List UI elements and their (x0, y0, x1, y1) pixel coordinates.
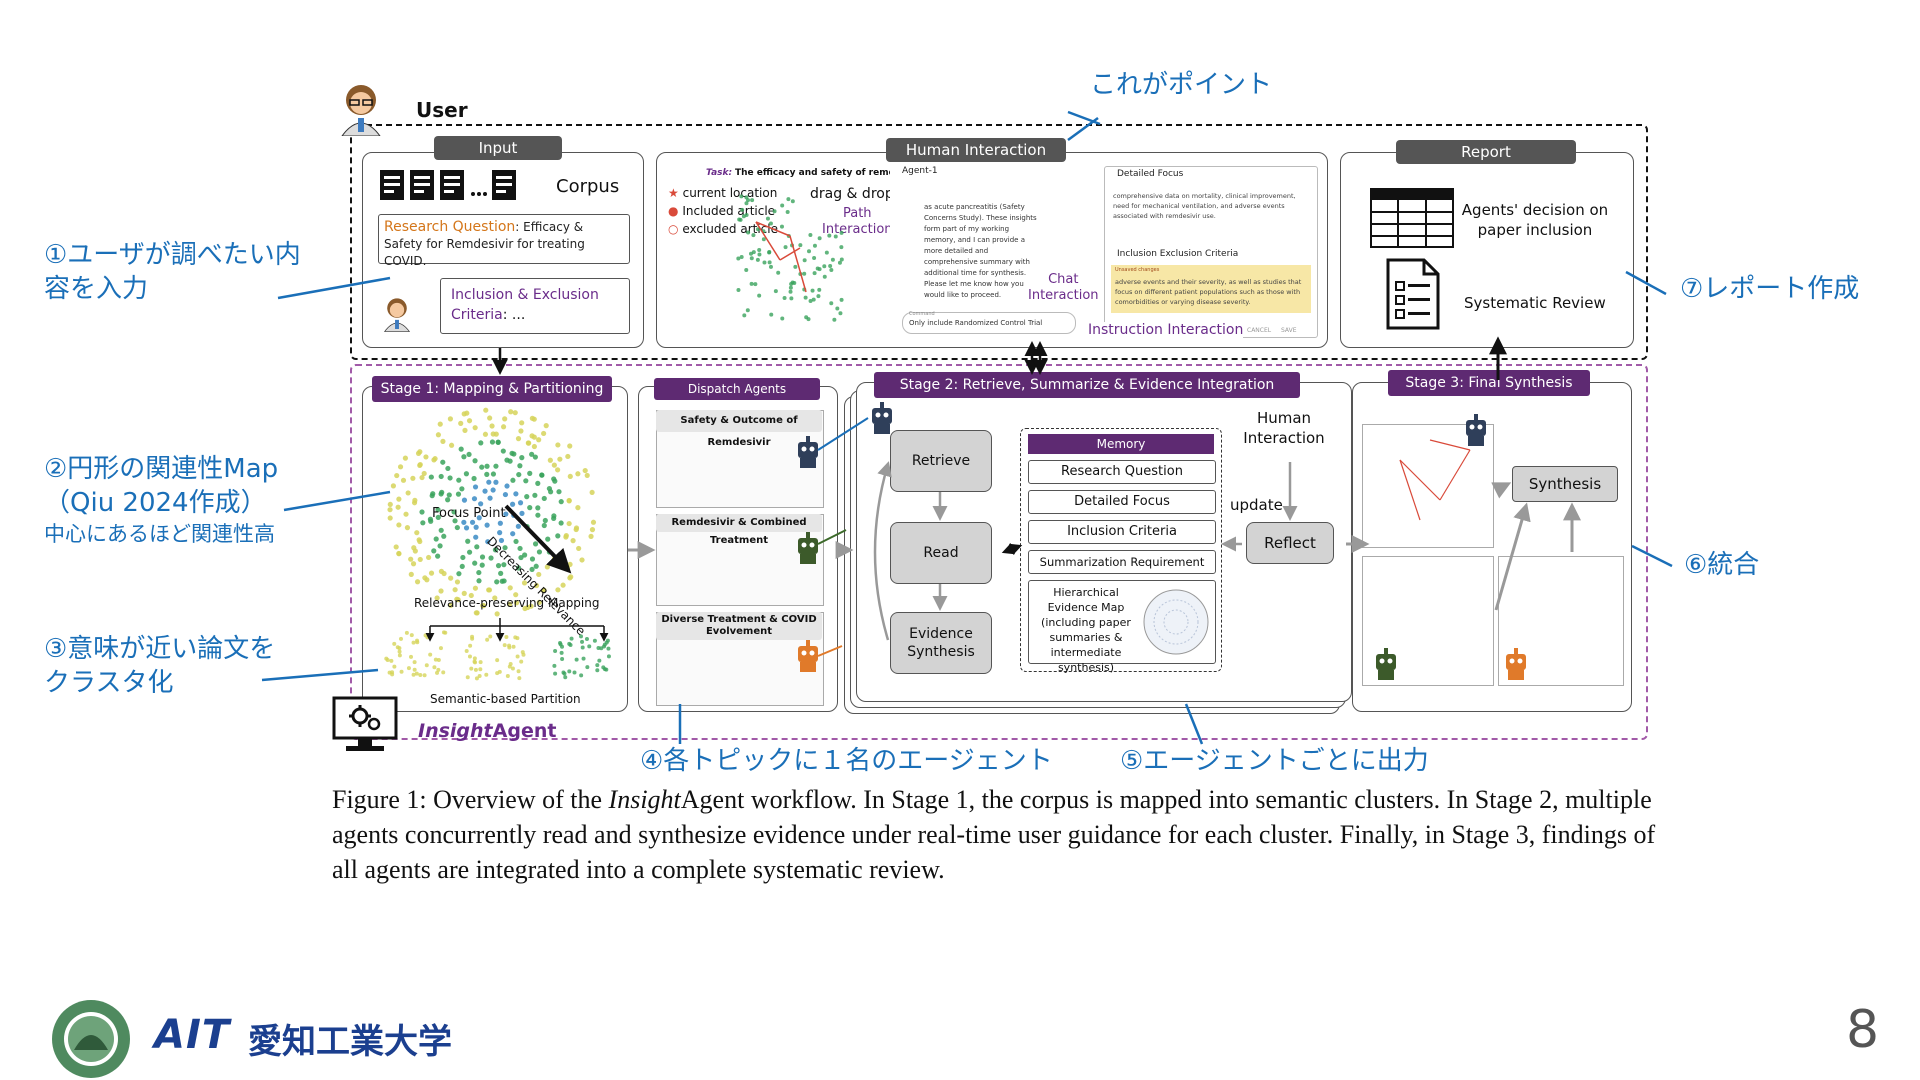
annotation-agents: ④各トピックに１名のエージェント (640, 746, 1053, 776)
research-question-box: Research Question: Efficacy & Safety for… (378, 214, 630, 268)
read-box: Read (890, 522, 992, 584)
user-label: User (416, 98, 468, 122)
research-question-text: : Efficacy & Safety for Remdesivir for t… (384, 220, 585, 268)
human-interaction-tab: Human Interaction (886, 138, 1066, 162)
chat-interaction-label: Chat Interaction (1028, 272, 1099, 303)
stage2-label: Stage 2: Retrieve, Summarize & Evidence … (874, 372, 1300, 398)
user-icon (383, 298, 411, 332)
topic3-label: Diverse Treatment & COVID Evolvement (656, 612, 822, 640)
topic1-label: Safety & Outcome of Remdesivir (656, 410, 822, 448)
agents-decision-label: Agents' decision on paper inclusion (1461, 201, 1609, 239)
cancel-button[interactable]: CANCEL (1247, 327, 1272, 334)
page-number: 8 (1846, 1000, 1880, 1060)
reflect-box: Reflect (1246, 522, 1334, 564)
annotation-integrate: ⑥統合 (1684, 550, 1760, 580)
human-region (350, 124, 1648, 360)
insightagent-label: InsightAgent (418, 720, 557, 742)
annotation-output: ⑤エージェントごとに出力 (1120, 746, 1429, 776)
figure-caption: Figure 1: Overview of the InsightAgent w… (332, 785, 1656, 884)
user-avatar (338, 82, 384, 136)
memory-detailed-focus: Detailed Focus (1028, 490, 1216, 514)
input-tab: Input (434, 136, 562, 160)
stage2-human-interaction: Human Interaction (1243, 409, 1325, 447)
topic2-label: Remdesivir & Combined Treatment (656, 514, 822, 546)
memory-header: Memory (1028, 434, 1214, 454)
synthesis-box: Synthesis (1512, 466, 1618, 502)
save-button[interactable]: SAVE (1281, 327, 1297, 334)
research-question-label: Research Question (384, 219, 516, 235)
robot-agent-icon (872, 402, 892, 434)
evidence-map-icon (1143, 589, 1209, 655)
annotation-point: これがポイント (1090, 70, 1273, 100)
annotation-report: ⑦レポート作成 (1680, 274, 1860, 304)
insightagent-region (350, 364, 1648, 740)
instruction-interaction-label: Instruction Interaction (1088, 322, 1244, 338)
robot-agent-icon (798, 640, 818, 672)
star-icon: ★ (668, 186, 679, 200)
relevance-mapping-label: Relevance-preserving Mapping (414, 596, 600, 610)
instruction-panel: Detailed Focus comprehensive data on mor… (1104, 166, 1318, 338)
robot-agent-icon (798, 436, 818, 468)
corpus-label: Corpus (556, 176, 620, 197)
robot-agent-icon (798, 532, 818, 564)
robot-agent-icon (1506, 648, 1526, 680)
memory-research-question: Research Question (1028, 460, 1216, 484)
robot-agent-icon (1466, 414, 1486, 446)
criteria-suffix: : ... (502, 307, 526, 323)
ait-logo-text: AIT (154, 1012, 231, 1058)
stage3-label: Stage 3: Final Synthesis (1388, 370, 1590, 396)
annotation-map-sub: 中心にあるほど関連性高 (44, 522, 275, 546)
report-tab: Report (1396, 140, 1576, 164)
criteria-label: Inclusion & Exclusion Criteria (451, 287, 599, 323)
lab-logo-icon (52, 1000, 130, 1078)
drag-drop-label: drag & drop (810, 186, 894, 202)
evidence-synthesis-box: Evidence Synthesis (890, 612, 992, 674)
document-icon (380, 170, 516, 200)
annotation-cluster: ③意味が近い論文を クラスタ化 (44, 634, 276, 698)
stage1-label: Stage 1: Mapping & Partitioning (372, 376, 612, 402)
update-label: update (1230, 496, 1283, 514)
systematic-review-label: Systematic Review (1464, 294, 1606, 312)
chat-panel: Agent-1 as acute pancreatitis (Safety Co… (890, 166, 1076, 334)
criteria-box: Inclusion & Exclusion Criteria: ... (440, 278, 630, 334)
focus-point-label: Focus Point (432, 506, 506, 521)
user-icon (341, 85, 381, 136)
memory-inclusion-criteria: Inclusion Criteria (1028, 520, 1216, 544)
task-line: Task: The efficacy and safety of remdes (706, 168, 907, 178)
robot-agent-icon (1376, 648, 1396, 680)
memory-summarization-requirement: Summarization Requirement (1028, 550, 1216, 574)
memory-evidence-map: Hierarchical Evidence Map (including pap… (1028, 580, 1216, 674)
retrieve-box: Retrieve (890, 430, 992, 492)
dispatch-label: Dispatch Agents (654, 378, 820, 400)
command-input[interactable]: Command Only include Randomized Control … (902, 311, 1076, 334)
university-name: 愛知工業大学 (248, 1022, 452, 1062)
unsaved-changes-box: Unsaved changes adverse events and their… (1111, 265, 1311, 313)
annotation-input: ①ユーザが調べたい内 容を入力 (44, 240, 301, 304)
map-legend: ★ current location ● Included article ○ … (668, 186, 778, 236)
annotation-map: ②円形の関連性Map （Qiu 2024作成） (44, 454, 279, 518)
semantic-partition-label: Semantic-based Partition (430, 692, 581, 706)
